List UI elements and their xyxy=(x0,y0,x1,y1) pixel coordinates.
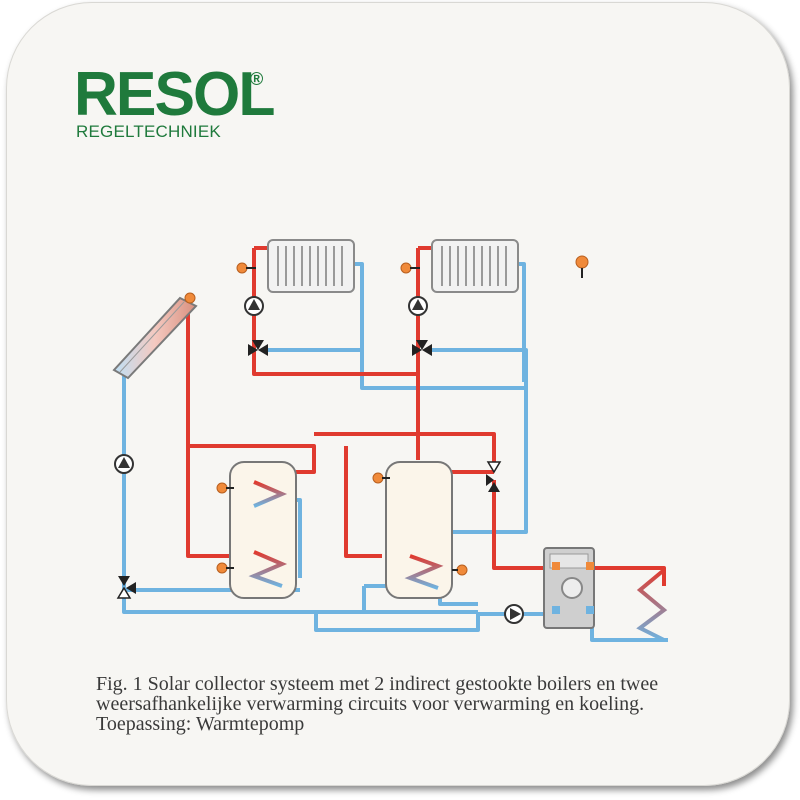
caption-line-1: Fig. 1 Solar collector systeem met 2 ind… xyxy=(96,673,659,695)
heat-pump xyxy=(543,547,595,629)
resol-logo: RESOL ® REGELTECHNIEK xyxy=(74,60,278,142)
sensor-stems xyxy=(226,267,583,571)
logo-subtitle: REGELTECHNIEK xyxy=(76,122,221,141)
card: RESOL ® REGELTECHNIEK xyxy=(6,2,790,786)
storage-tank-right xyxy=(385,461,453,599)
radiator-right xyxy=(431,239,519,293)
temperature-sensors xyxy=(184,255,589,576)
caption-line-2: weersafhankelijke verwarming circuits vo… xyxy=(96,693,645,715)
caption-line-3: Toepassing: Warmtepomp xyxy=(96,713,305,735)
logo-brand: RESOL xyxy=(74,60,275,129)
solar-collector xyxy=(112,296,198,380)
figure-caption: Fig. 1 Solar collector systeem met 2 ind… xyxy=(96,674,776,734)
valve-radiator-left xyxy=(248,340,268,356)
pump-radiator-left xyxy=(244,296,264,316)
pump-heat-pump xyxy=(504,604,524,624)
logo-registered-mark: ® xyxy=(250,69,264,89)
storage-tank-left xyxy=(229,461,297,599)
valve-heat-pump xyxy=(486,461,502,492)
hydraulic-diagram xyxy=(112,239,668,642)
hot-pipes xyxy=(186,246,666,586)
valve-solar xyxy=(116,576,136,599)
heat-pump-coil xyxy=(636,568,668,642)
pump-solar xyxy=(114,454,134,474)
pump-radiator-right xyxy=(408,296,428,316)
radiator-left xyxy=(267,239,355,293)
valve-radiator-right xyxy=(412,340,432,356)
